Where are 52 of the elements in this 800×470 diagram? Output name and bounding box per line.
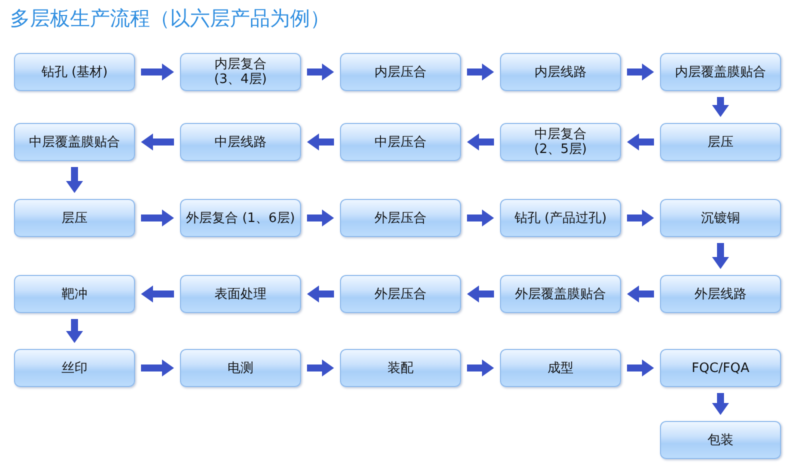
- process-box: FQC/FQA: [660, 349, 781, 387]
- process-box: 层压: [660, 123, 781, 161]
- arrow: [141, 210, 174, 226]
- process-box: 电测: [180, 349, 301, 387]
- process-box: 沉镀铜: [660, 199, 781, 237]
- process-box: 外层压合: [340, 275, 461, 313]
- process-box: 靶冲: [14, 275, 135, 313]
- arrow: [307, 360, 334, 376]
- arrow: [66, 319, 83, 343]
- process-box: 中层覆盖膜贴合: [14, 123, 135, 161]
- process-box: 钻孔 (产品过孔): [500, 199, 621, 237]
- process-box: 装配: [340, 349, 461, 387]
- process-box: 中层线路: [180, 123, 301, 161]
- process-box: 内层线路: [500, 53, 621, 91]
- arrow: [627, 360, 654, 376]
- process-box: 中层复合(2、5层): [500, 123, 621, 161]
- arrow: [467, 360, 494, 376]
- arrow: [141, 286, 174, 302]
- process-box: 表面处理: [180, 275, 301, 313]
- process-box: 中层压合: [340, 123, 461, 161]
- process-box: 外层复合 (1、6层): [180, 199, 301, 237]
- arrow: [307, 210, 334, 226]
- arrow: [467, 134, 494, 150]
- arrow: [467, 64, 494, 80]
- process-box: 丝印: [14, 349, 135, 387]
- process-box: 钻孔 (基材): [14, 53, 135, 91]
- process-box: 内层复合(3、4层): [180, 53, 301, 91]
- process-box: 成型: [500, 349, 621, 387]
- arrow: [66, 167, 83, 193]
- arrow: [712, 243, 729, 269]
- arrow: [627, 210, 654, 226]
- process-box: 外层线路: [660, 275, 781, 313]
- arrow: [627, 64, 654, 80]
- arrow: [712, 393, 729, 415]
- arrow: [467, 210, 494, 226]
- arrow: [307, 64, 334, 80]
- arrow: [307, 286, 334, 302]
- arrow: [141, 134, 174, 150]
- process-box: 外层覆盖膜贴合: [500, 275, 621, 313]
- process-box: 内层覆盖膜贴合: [660, 53, 781, 91]
- process-box: 内层压合: [340, 53, 461, 91]
- arrow: [627, 134, 654, 150]
- process-box: 层压: [14, 199, 135, 237]
- title: 多层板生产流程（以六层产品为例）: [10, 6, 330, 30]
- arrow: [712, 97, 729, 117]
- arrow: [627, 286, 654, 302]
- process-box: 包装: [660, 421, 781, 459]
- arrow: [307, 134, 334, 150]
- arrow: [467, 286, 494, 302]
- arrow: [141, 360, 174, 376]
- process-box: 外层压合: [340, 199, 461, 237]
- arrow: [141, 64, 174, 80]
